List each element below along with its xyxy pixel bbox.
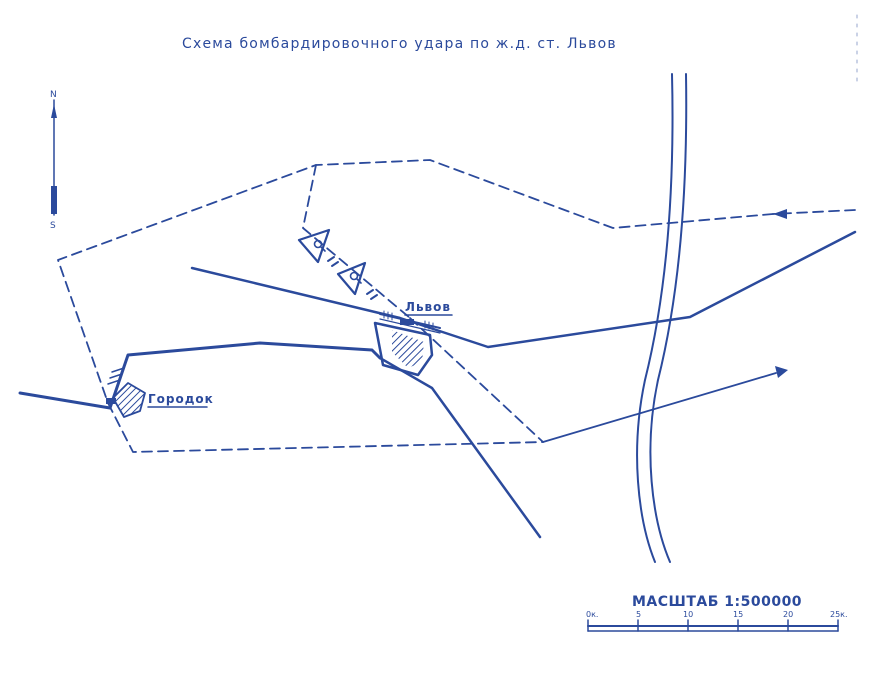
route-return-arrow-icon (775, 366, 788, 378)
lvov-target: Львов (373, 300, 453, 377)
flight-route (57, 159, 856, 453)
aircraft-formation (297, 228, 378, 300)
railway-network (18, 230, 857, 539)
railway-west-east (190, 230, 857, 349)
north-arrow-icon (51, 104, 57, 118)
map-title: Схема бомбардировочного удара по ж.д. ст… (182, 36, 617, 52)
scale-title: МАСШТАБ 1:500000 (632, 594, 802, 610)
route-lvov-exit-segment (409, 317, 544, 443)
railway-gorodok-lvov (18, 341, 382, 410)
lvov-city-outline (373, 321, 434, 377)
gorodok-town: Городок (106, 367, 214, 418)
river-bank-east (649, 73, 688, 563)
compass-south-label: S (50, 221, 56, 231)
river (636, 73, 688, 563)
scale-label-15: 15 (733, 610, 743, 619)
lvov-city-hatched-area (392, 330, 424, 368)
lvov-station-tracks-icon (379, 310, 441, 334)
aircraft-1-icon (297, 228, 339, 267)
scale-label-5: 5 (636, 610, 641, 619)
compass-north-label: N (50, 90, 57, 100)
route-return-east-segment (542, 372, 777, 443)
scale-label-0: 0к. (586, 610, 598, 619)
railway-south (378, 356, 542, 539)
scale-label-10: 10 (683, 610, 693, 619)
gorodok-station-icon (106, 367, 125, 404)
compass-south-bar (51, 186, 57, 214)
route-return-south-segment (107, 402, 544, 453)
lvov-label: Львов (405, 300, 451, 314)
gorodok-hatched-area (113, 383, 145, 417)
route-inbound-arrow-icon (773, 209, 787, 219)
compass: N S (50, 90, 57, 231)
aircraft-2-icon (336, 261, 378, 300)
scale-label-20: 20 (783, 610, 793, 619)
gorodok-outline (112, 382, 146, 418)
scale-label-25: 25к. (830, 610, 848, 619)
route-bombing-run-segment (302, 164, 411, 319)
river-bank-west (636, 73, 674, 563)
route-outbound-west-segment (57, 159, 774, 404)
scale-bar: МАСШТАБ 1:500000 0к. 5 10 15 20 25к. (586, 594, 848, 632)
gorodok-label: Городок (148, 392, 214, 406)
